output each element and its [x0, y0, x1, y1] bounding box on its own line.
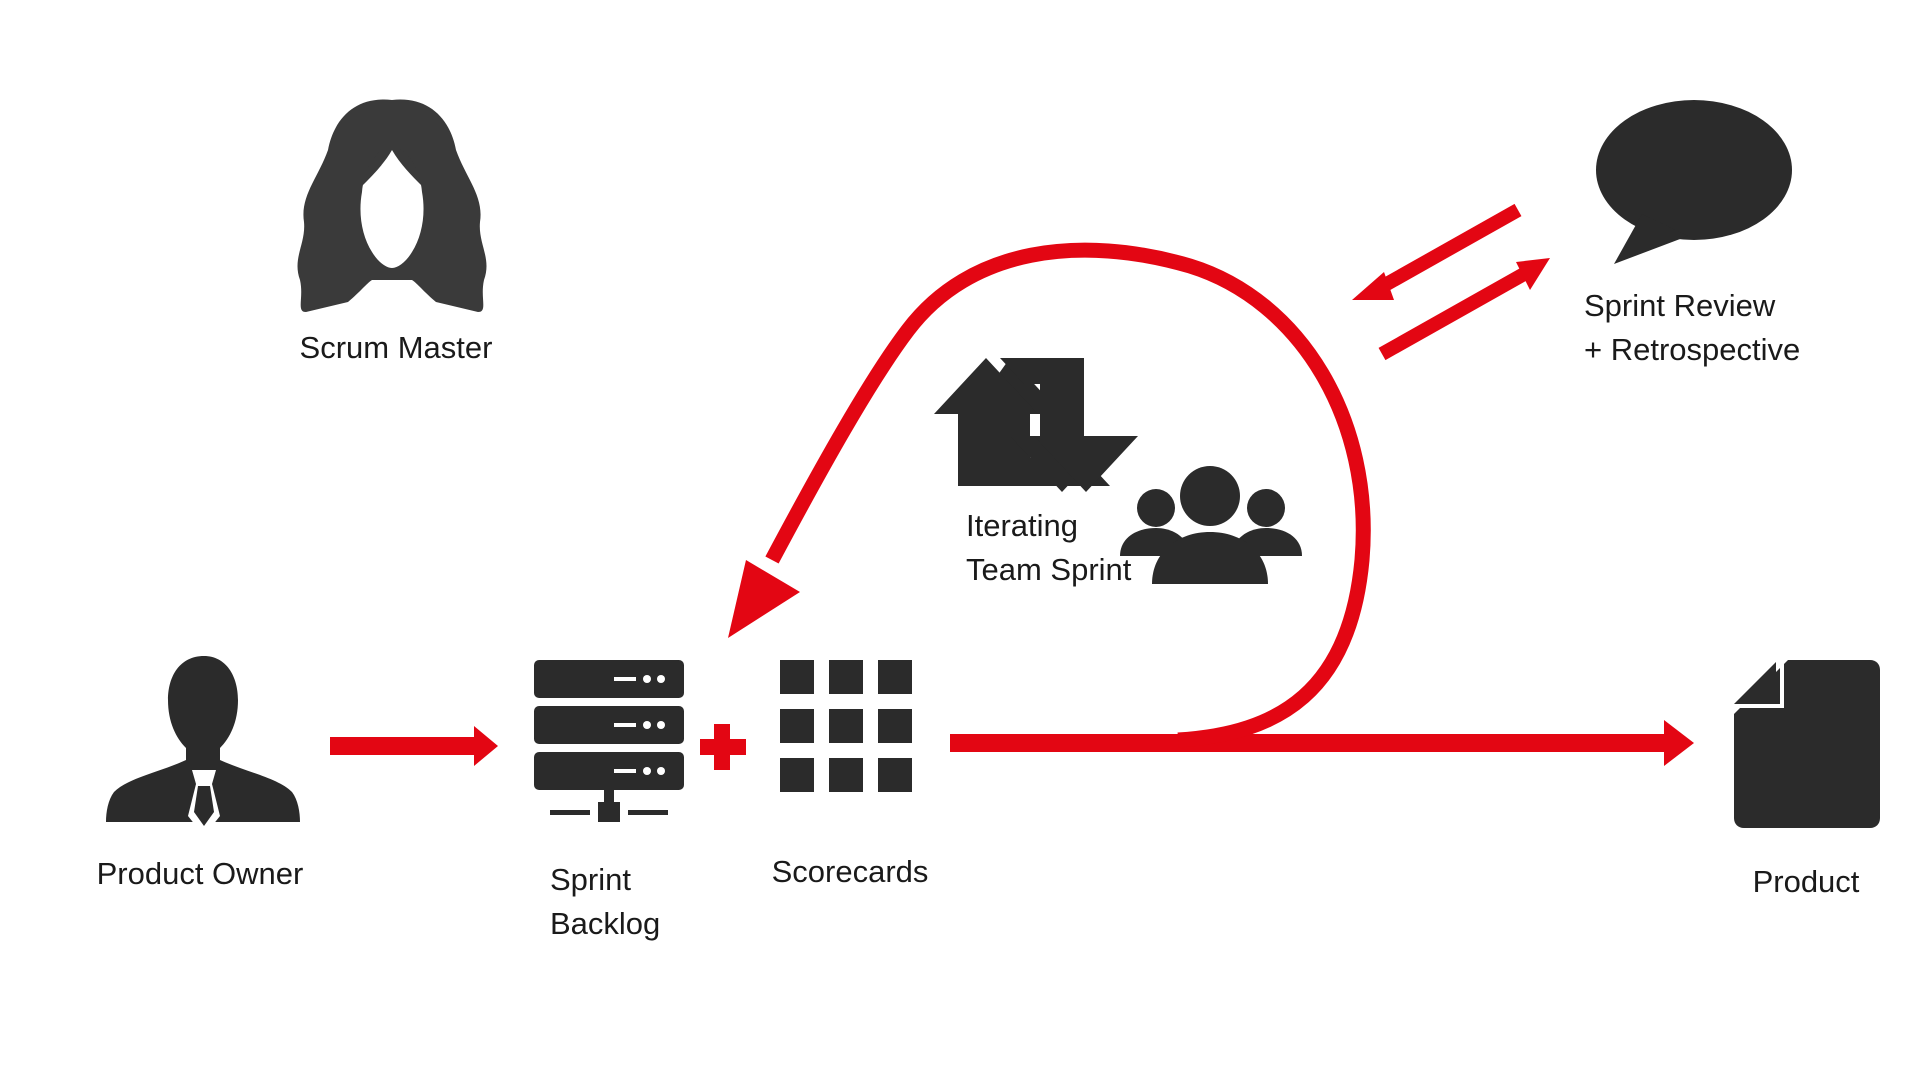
plus-icon: [700, 724, 746, 770]
sprint-review-label-line2: + Retrospective: [1584, 332, 1800, 367]
scorecards-to-product-arrow: [950, 720, 1694, 766]
sprint-loop-arrow: [728, 242, 1371, 748]
iterating-label-line1: Iterating: [966, 508, 1078, 543]
product-owner-label: Product Owner: [97, 856, 304, 891]
sprint-backlog-label-line2: Backlog: [550, 906, 660, 941]
document-icon: [1730, 656, 1880, 828]
speech-bubble-icon: [1596, 100, 1792, 264]
owner-to-backlog-arrow: [330, 726, 498, 766]
server-stack-icon: [534, 660, 684, 822]
sprint-review-label-line1: Sprint Review: [1584, 288, 1776, 323]
scorecards-label: Scorecards: [772, 854, 929, 889]
repeat-arrows-icon: [934, 358, 1138, 492]
woman-silhouette-icon: [297, 99, 487, 312]
scrum-master-label: Scrum Master: [300, 330, 493, 365]
team-group-icon: [1120, 466, 1302, 584]
iterating-label-line2: Team Sprint: [966, 552, 1132, 587]
businessman-silhouette-icon: [106, 656, 300, 836]
grid-icon: [780, 660, 912, 792]
product-label: Product: [1753, 864, 1860, 899]
sprint-backlog-label-line1: Sprint: [550, 862, 631, 897]
review-two-way-arrows: [1352, 203, 1550, 361]
